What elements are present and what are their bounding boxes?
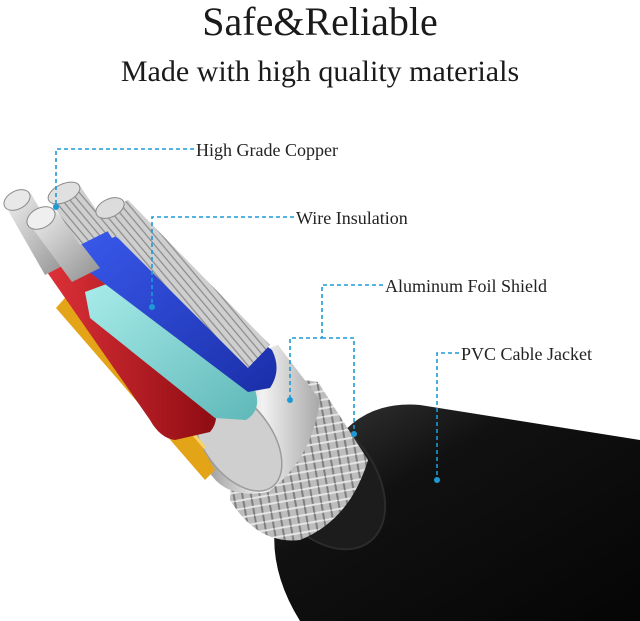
copper-strand-tips — [3, 181, 140, 282]
callout-line-jacket — [436, 352, 459, 478]
callout-label-shield: Aluminum Foil Shield — [385, 276, 548, 296]
callout-dot-jacket — [434, 477, 440, 483]
callout-label-copper: High Grade Copper — [196, 140, 338, 160]
callout-line-insulation — [151, 216, 294, 305]
callout-line-copper — [55, 148, 194, 205]
callout-dot-shield-braid — [351, 431, 357, 437]
page-subtitle: Made with high quality materials — [120, 55, 520, 88]
page-title: Safe&Reliable — [202, 0, 438, 44]
callout-line-shield — [289, 284, 383, 432]
callout-dot-copper — [53, 204, 59, 210]
callout-label-jacket: PVC Cable Jacket — [461, 344, 592, 364]
callout-label-insulation: Wire Insulation — [296, 208, 408, 228]
wire-teal — [85, 282, 258, 420]
drain-strands — [95, 200, 270, 368]
callout-dot-insulation — [149, 304, 155, 310]
callout-dot-shield-foil — [287, 397, 293, 403]
wire-blue — [60, 225, 277, 392]
